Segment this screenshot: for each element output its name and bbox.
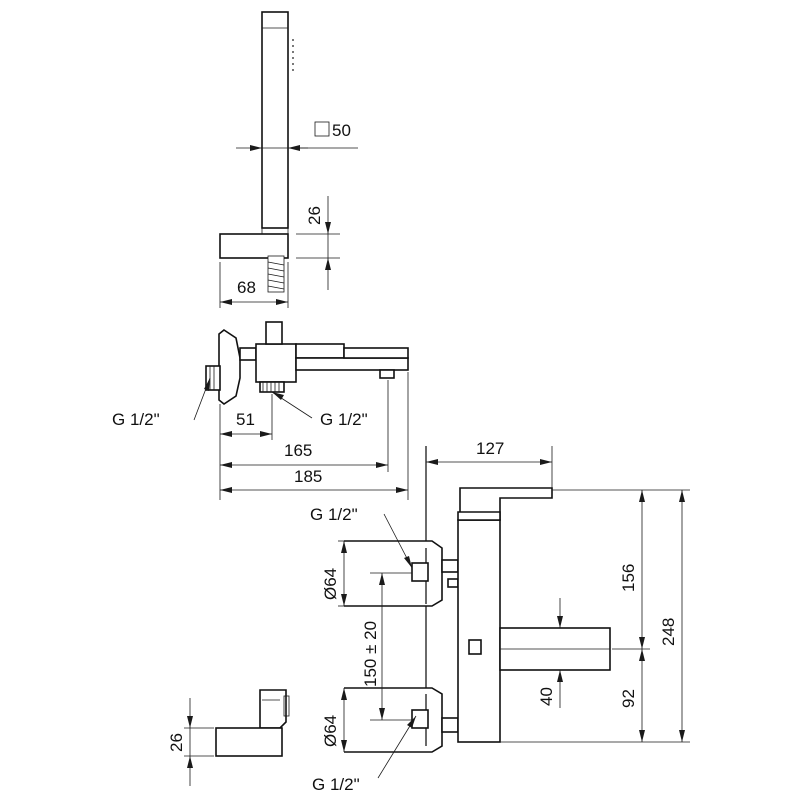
dimension-40: 40 (537, 598, 563, 708)
wall-holder-block (219, 233, 289, 259)
dimension-26-top: 26 (296, 196, 340, 290)
wall-flange-upper (344, 540, 443, 607)
dim-40-label: 40 (537, 687, 556, 706)
mixer-top-view: G 1/2" G 1/2" 51 165 (112, 321, 409, 500)
g12-mid-label: G 1/2" (320, 410, 368, 429)
spout-upper (295, 343, 345, 359)
dia64-top-label: Ø64 (321, 568, 340, 600)
dimension-156: 156 (552, 489, 690, 650)
body-indicator (468, 639, 482, 655)
g12-side-bottom-label: G 1/2" (312, 775, 360, 794)
connector-upper-small (447, 578, 459, 588)
dimension-127: 127 (426, 439, 553, 488)
holder-upright (259, 689, 287, 729)
dim-150-label: 150 ± 20 (361, 621, 380, 687)
g12-side-top-label: G 1/2" (310, 505, 358, 524)
handle-base (457, 511, 501, 521)
spout-lower (295, 357, 409, 371)
holder-base (215, 727, 283, 757)
g12-left-label: G 1/2" (112, 410, 160, 429)
dimension-92: 92 (619, 649, 645, 742)
dim-127-label: 127 (476, 439, 504, 458)
dim-248-label: 248 (659, 618, 678, 646)
shower-nozzle-dots (292, 39, 294, 71)
inlet-lower (411, 709, 429, 729)
dim-51-label: 51 (236, 410, 255, 429)
dimension-185: 185 (220, 467, 408, 493)
dim-165-label: 165 (284, 441, 312, 460)
g12-left-callout: G 1/2" (112, 377, 211, 429)
dimension-51: 51 (220, 410, 272, 437)
dimension-248: 248 (500, 490, 690, 743)
connector-upper (441, 559, 459, 573)
dimension-dia64-bottom: Ø64 (321, 688, 347, 752)
lever-stem (265, 321, 283, 345)
spout-extension (343, 347, 409, 359)
holder-hose-stub (283, 695, 290, 717)
square-symbol-icon (314, 121, 330, 137)
dimension-square50: 50 (236, 121, 358, 151)
mixer-body-top (255, 343, 297, 383)
dim-26-bottom-label: 26 (167, 733, 186, 752)
g12-side-top-callout: G 1/2" (310, 505, 413, 569)
hand-shower-handle (261, 11, 289, 229)
bottom-outlet (259, 381, 285, 393)
g12-side-bottom-callout: G 1/2" (312, 715, 417, 794)
connector-lower (441, 717, 459, 733)
dimension-26-bottom: 26 (167, 698, 214, 786)
g12-mid-callout: G 1/2" (271, 391, 368, 429)
mixer-body-side (457, 519, 501, 743)
inlet-upper (411, 562, 429, 582)
dim-68-label: 68 (237, 278, 256, 297)
dim-92-label: 92 (619, 689, 638, 708)
hand-shower-view: 50 26 68 (219, 11, 358, 308)
square-50-label: 50 (332, 121, 351, 140)
mixer-side-view: 127 G 1/2" G 1/2" Ø64 Ø64 (310, 439, 690, 794)
wall-holder-detail: 26 (167, 689, 290, 786)
connector-stub (239, 347, 257, 361)
dim-26-top-label: 26 (305, 206, 324, 225)
dimension-68: 68 (219, 262, 289, 308)
wall-flange-top (218, 329, 241, 405)
dimension-150: 150 ± 20 (361, 572, 412, 721)
dim-156-label: 156 (619, 564, 638, 592)
dimension-165: 165 (220, 441, 388, 468)
aerator (379, 369, 395, 379)
dim-185-label: 185 (294, 467, 322, 486)
hose-connector (267, 255, 285, 293)
dia64-bottom-label: Ø64 (321, 715, 340, 747)
dimension-dia64-top: Ø64 (321, 540, 347, 607)
